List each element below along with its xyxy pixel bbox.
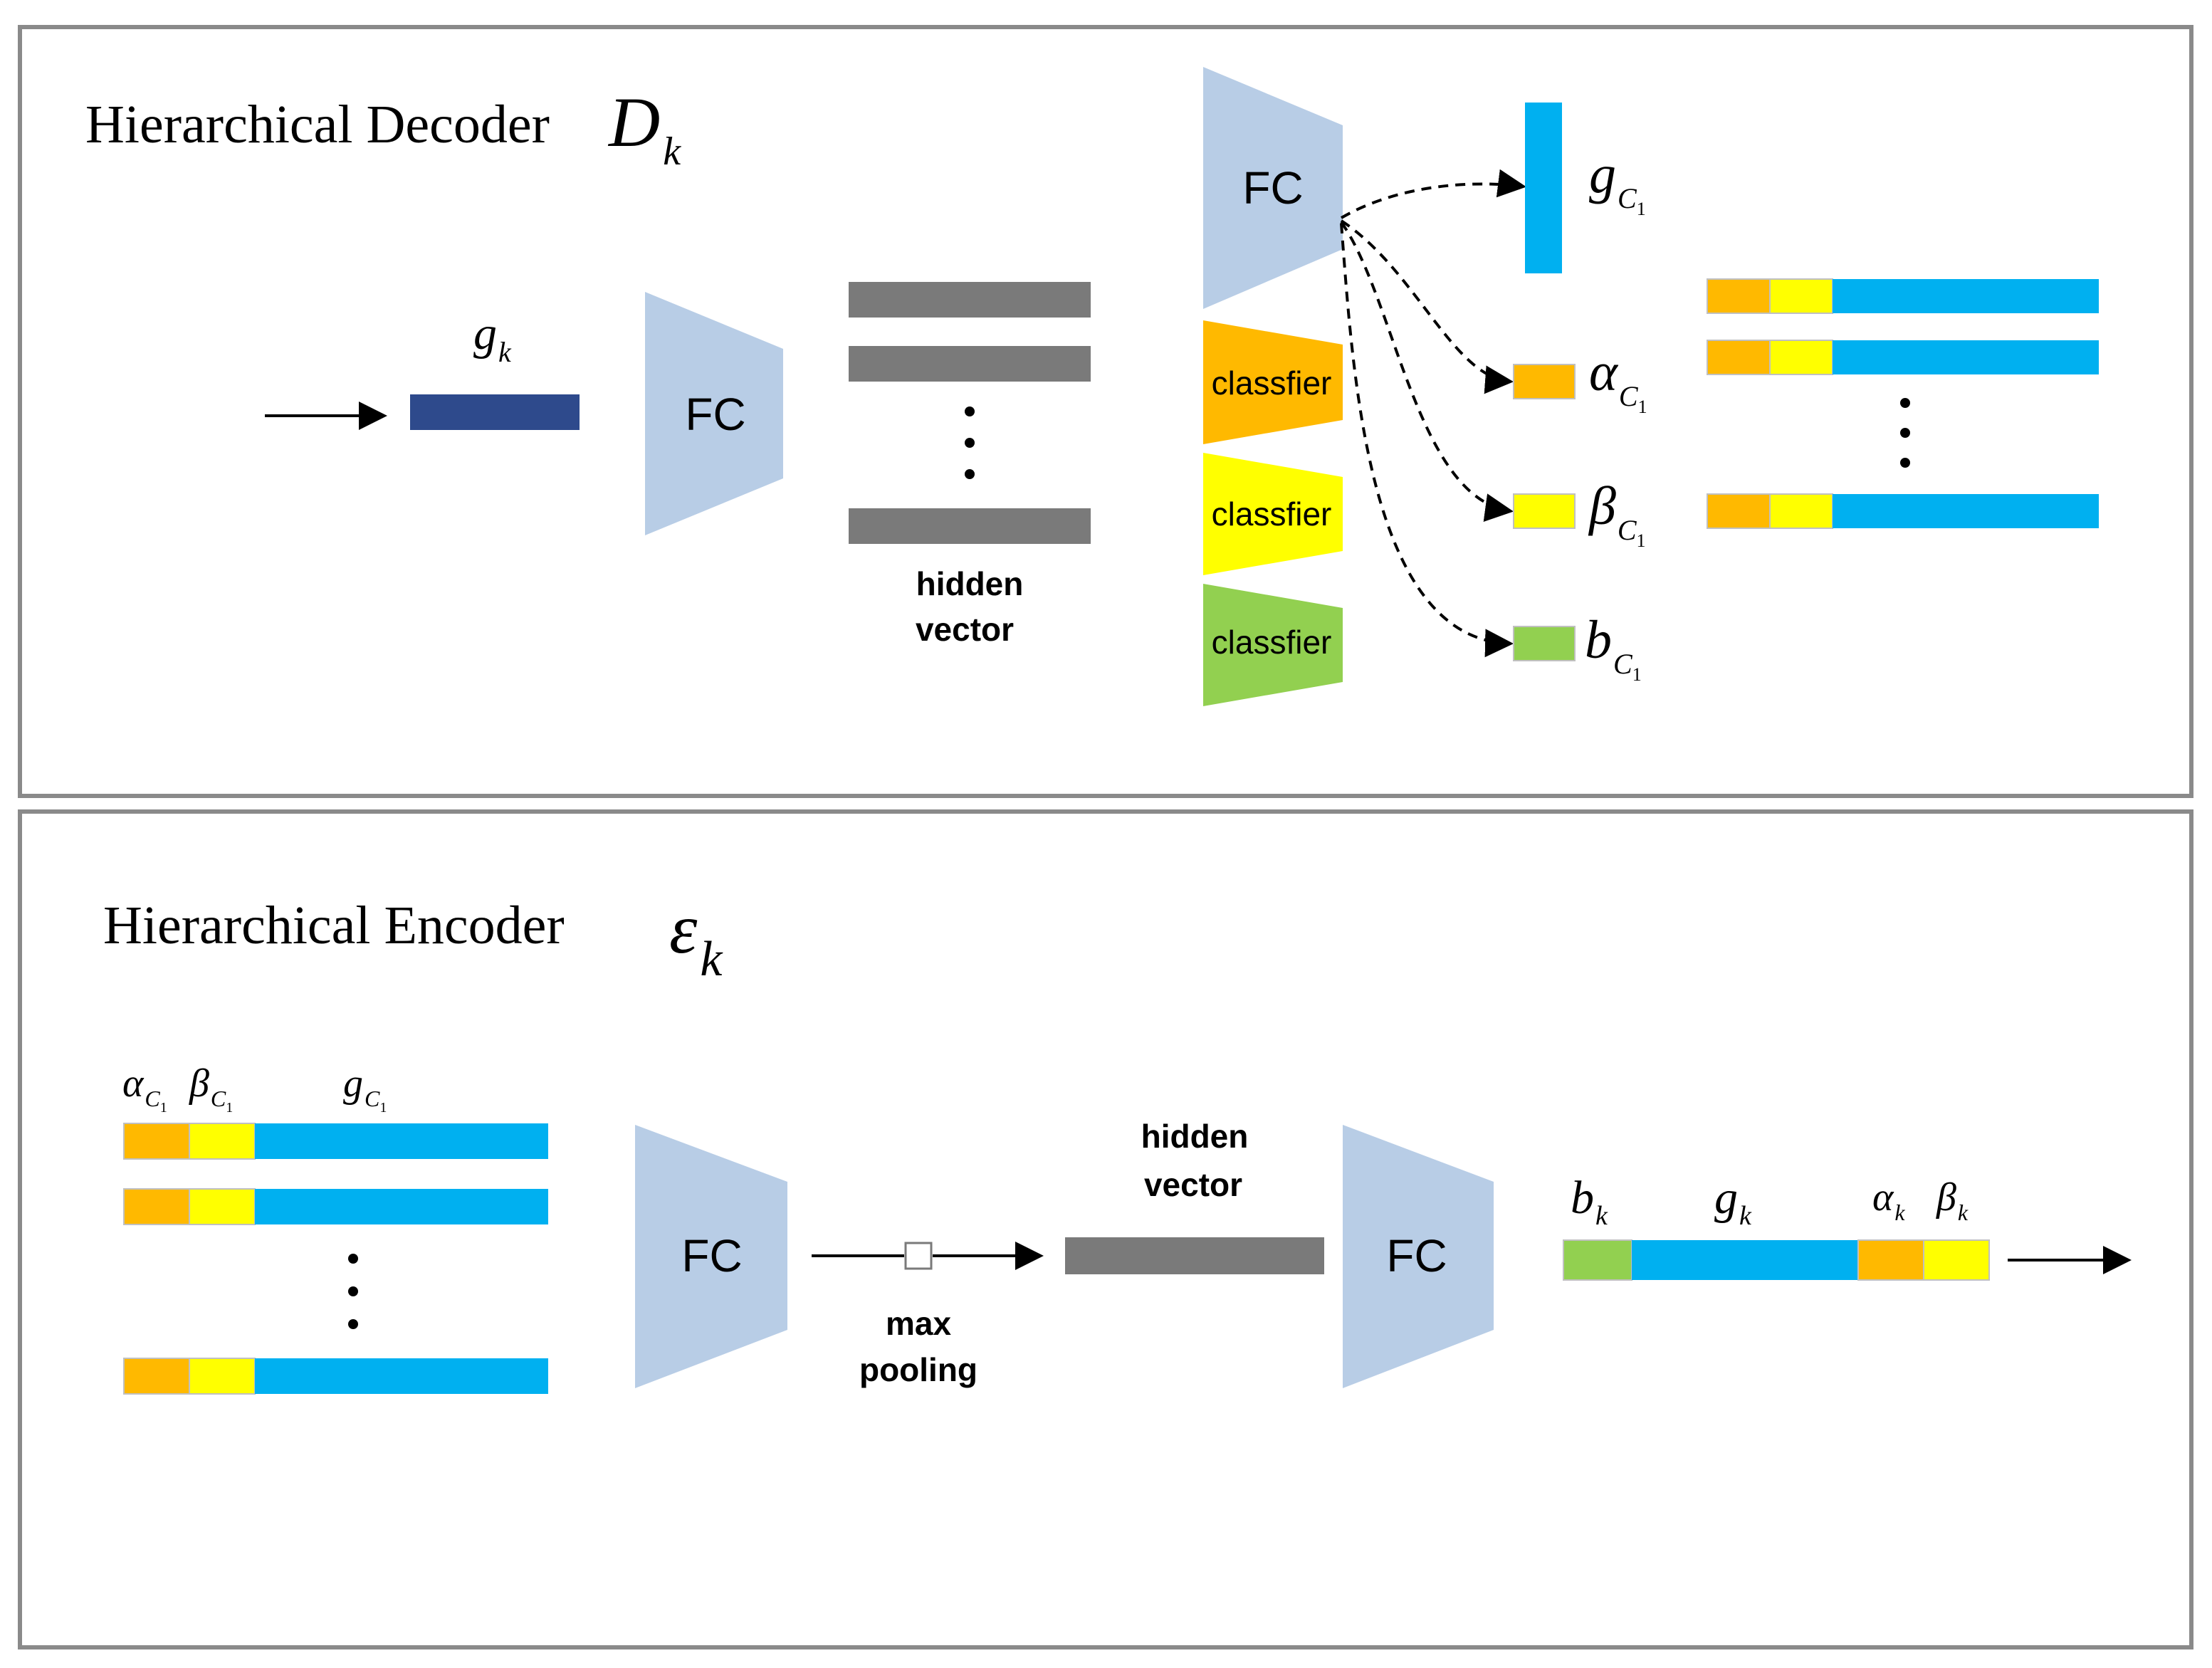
decoder-hidden-dot-2 bbox=[965, 438, 975, 448]
encoder-fc-2-label: FC bbox=[1386, 1230, 1447, 1281]
max-pooling-label-2: pooling bbox=[859, 1351, 977, 1388]
decoder-output-row-3 bbox=[1707, 493, 2099, 529]
output-alpha-vector bbox=[1513, 364, 1576, 399]
decoder-hidden-bar-1 bbox=[849, 282, 1091, 318]
classifier-green-label: classfier bbox=[1212, 624, 1332, 661]
encoder-title: Hierarchical Encoder bbox=[103, 896, 565, 955]
decoder-hidden-dot-1 bbox=[965, 406, 975, 416]
decoder-title-symbol: Dk bbox=[607, 83, 681, 174]
decoder-hidden-bar-3 bbox=[849, 508, 1091, 544]
encoder-input-dot-2 bbox=[348, 1286, 358, 1296]
decoder-output-row-2 bbox=[1707, 340, 2099, 375]
decoder-input-label: gk bbox=[473, 308, 512, 368]
output-b-vector bbox=[1513, 626, 1576, 661]
encoder-input-dot-1 bbox=[348, 1254, 358, 1264]
classifier-yellow bbox=[1203, 453, 1343, 575]
decoder-hidden-dot-3 bbox=[965, 469, 975, 479]
decoder-fc-1-label: FC bbox=[685, 389, 745, 440]
decoder-panel: Hierarchical Decoder Dk gk FC hidden vec… bbox=[18, 25, 2193, 798]
encoder-output-vector bbox=[1563, 1239, 1990, 1281]
encoder-input-dot-3 bbox=[348, 1319, 358, 1329]
dashed-arrow-g bbox=[1340, 169, 1526, 219]
dashed-arrow-alpha bbox=[1340, 219, 1514, 394]
encoder-fc-2 bbox=[1343, 1125, 1494, 1388]
decoder-input-vector bbox=[410, 394, 580, 430]
decoder-fc-1 bbox=[645, 292, 783, 535]
encoder-input-label-alpha: αC1 bbox=[122, 1061, 167, 1116]
encoder-fc-1-label: FC bbox=[681, 1230, 742, 1281]
output-g-label: gC1 bbox=[1589, 145, 1646, 219]
encoder-hidden-label-1: hidden bbox=[1141, 1118, 1249, 1155]
encoder-fc-1 bbox=[635, 1125, 787, 1388]
classifier-orange bbox=[1203, 320, 1343, 444]
encoder-hidden-vector bbox=[1065, 1237, 1324, 1274]
encoder-title-symbol: εk bbox=[669, 889, 723, 987]
max-pooling-label-1: max bbox=[886, 1305, 951, 1342]
decoder-output-dot-1 bbox=[1900, 398, 1910, 408]
decoder-hidden-bar-2 bbox=[849, 346, 1091, 382]
dashed-arrow-b bbox=[1340, 223, 1514, 658]
output-alpha-label: αC1 bbox=[1589, 342, 1647, 417]
encoder-output-label-g: gk bbox=[1714, 1172, 1752, 1231]
decoder-output-dot-3 bbox=[1900, 458, 1910, 468]
encoder-input-row-3 bbox=[123, 1358, 548, 1395]
encoder-panel: Hierarchical Encoder εk αC1 βC1 gC1 bbox=[18, 809, 2193, 1649]
classifier-green bbox=[1203, 584, 1343, 706]
encoder-input-row-2 bbox=[123, 1188, 548, 1225]
dashed-arrow-beta bbox=[1340, 221, 1514, 522]
decoder-title: Hierarchical Decoder bbox=[85, 95, 550, 154]
output-g-vector bbox=[1525, 103, 1562, 273]
classifier-orange-label: classfier bbox=[1212, 364, 1332, 402]
decoder-fc-2-label: FC bbox=[1242, 162, 1303, 214]
output-b-label: bC1 bbox=[1585, 610, 1642, 685]
encoder-output-label-beta: βk bbox=[1936, 1175, 1969, 1225]
decoder-fc-2 bbox=[1203, 67, 1343, 309]
encoder-output-label-b: bk bbox=[1571, 1172, 1608, 1231]
decoder-hidden-label-1: hidden bbox=[916, 565, 1024, 602]
encoder-hidden-label-2: vector bbox=[1144, 1166, 1242, 1203]
encoder-input-label-g: gC1 bbox=[343, 1061, 387, 1116]
decoder-output-row-1 bbox=[1707, 278, 2099, 314]
decoder-hidden-label-2: vector bbox=[916, 611, 1014, 648]
encoder-input-label-beta: βC1 bbox=[189, 1061, 233, 1116]
encoder-input-row-1 bbox=[123, 1123, 548, 1160]
encoder-frame bbox=[18, 809, 2193, 1649]
output-beta-vector bbox=[1513, 493, 1576, 529]
classifier-yellow-label: classfier bbox=[1212, 495, 1332, 533]
decoder-output-dot-2 bbox=[1900, 428, 1910, 438]
encoder-output-label-alpha: αk bbox=[1872, 1175, 1905, 1225]
max-pooling-node bbox=[904, 1242, 933, 1270]
output-beta-label: βC1 bbox=[1588, 476, 1646, 551]
